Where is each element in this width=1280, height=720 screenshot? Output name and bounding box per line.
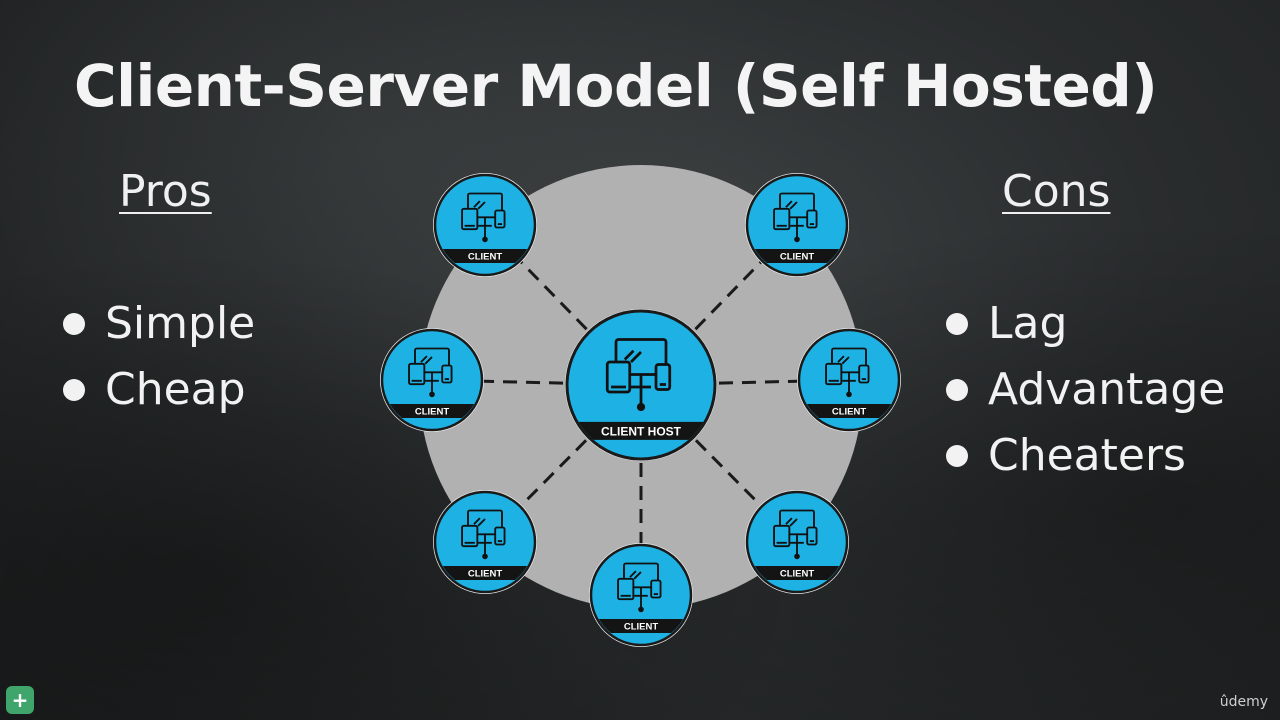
list-item: Cheap (63, 357, 255, 423)
desktop-tablet-phone-icon (617, 562, 662, 613)
desktop-tablet-phone-icon (461, 509, 506, 560)
cons-item-label: Advantage (988, 364, 1226, 415)
client-label: CLIENT (415, 407, 450, 418)
desktop-tablet-phone-icon (773, 509, 818, 560)
cons-item-label: Lag (988, 298, 1068, 349)
connector-line (520, 261, 588, 331)
list-item: Lag (946, 291, 1225, 357)
cons-list: Lag Advantage Cheaters (946, 291, 1225, 489)
bullet-icon (946, 313, 968, 335)
desktop-tablet-phone-icon (825, 347, 870, 398)
bullet-icon (946, 445, 968, 467)
node-label-band (436, 249, 534, 263)
desktop-tablet-phone-icon (408, 347, 453, 398)
node-label-band (383, 404, 481, 418)
client-node: CLIENT (433, 490, 537, 594)
client-host-node: CLIENT HOST (565, 309, 717, 461)
app-logo-icon: + (6, 686, 34, 714)
connector-lines (483, 261, 798, 543)
cons-item-label: Cheaters (988, 430, 1186, 481)
host-label: CLIENT HOST (601, 424, 682, 438)
client-node: CLIENT (380, 328, 484, 432)
pros-list: Simple Cheap (63, 291, 255, 423)
desktop-tablet-phone-icon (773, 192, 818, 243)
client-node: CLIENT (433, 173, 537, 277)
slide-title: Client-Server Model (Self Hosted) (74, 52, 1158, 120)
client-node: CLIENT (589, 543, 693, 647)
bullet-icon (63, 313, 85, 335)
connector-line (483, 379, 564, 385)
connector-line (520, 439, 588, 507)
client-label: CLIENT (780, 252, 815, 263)
client-node: CLIENT (797, 328, 901, 432)
node-label-band (748, 249, 846, 263)
list-item: Simple (63, 291, 255, 357)
node-label-band (568, 421, 714, 440)
client-label: CLIENT (780, 569, 815, 580)
pros-item-label: Cheap (105, 364, 246, 415)
node-label-band (436, 566, 534, 580)
bullet-icon (63, 379, 85, 401)
desktop-tablet-phone-icon (461, 192, 506, 243)
connector-line (694, 439, 762, 507)
node-label-band (592, 619, 690, 633)
client-label: CLIENT (624, 622, 659, 633)
network-nodes: CLIENT CLIENT CLIENT CLIENT CLIENT CLIENT CLIE… (380, 173, 901, 647)
node-label-band (748, 566, 846, 580)
pros-heading: Pros (119, 166, 212, 217)
bullet-icon (946, 379, 968, 401)
list-item: Cheaters (946, 423, 1225, 489)
client-node: CLIENT (745, 490, 849, 594)
watermark: ûdemy (1219, 694, 1268, 710)
client-label: CLIENT (468, 252, 503, 263)
client-label: CLIENT (832, 407, 867, 418)
cons-heading: Cons (1002, 166, 1111, 217)
pros-item-label: Simple (105, 298, 256, 349)
desktop-tablet-phone-icon (605, 338, 672, 412)
client-node: CLIENT (745, 173, 849, 277)
connector-line (694, 261, 762, 331)
client-label: CLIENT (468, 569, 503, 580)
node-label-band (800, 404, 898, 418)
list-item: Advantage (946, 357, 1225, 423)
connector-line (718, 379, 798, 385)
